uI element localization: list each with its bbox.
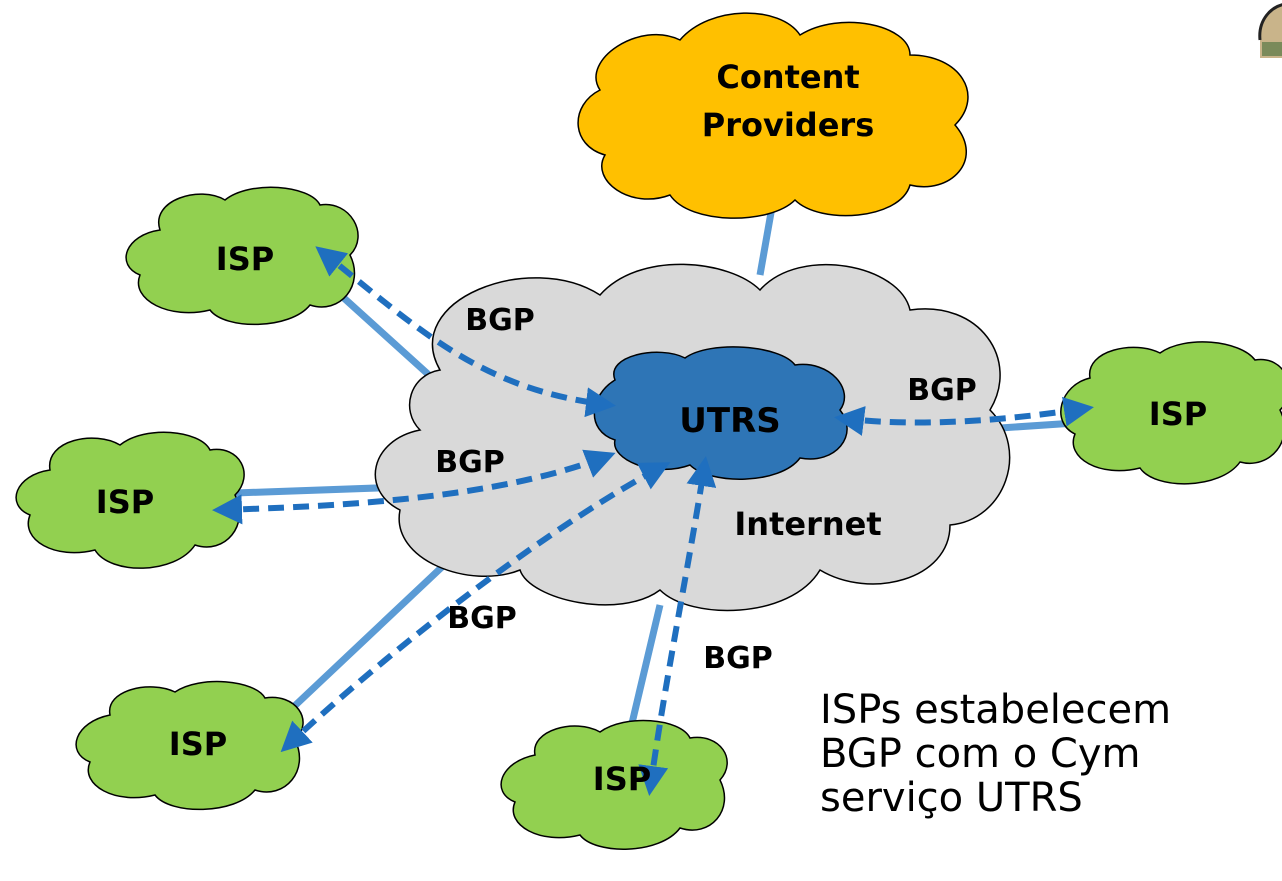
internet-label: Internet — [734, 505, 881, 543]
caption-line-2: BGP com o Cym — [820, 731, 1141, 777]
isp-label-left: ISP — [96, 483, 154, 521]
bgp-label-topleft: BGP — [465, 303, 534, 338]
utrs-cloud — [593, 346, 848, 480]
corner-logo-image — [1256, 0, 1282, 58]
bgp-label-bottom: BGP — [703, 641, 772, 676]
content-providers-label-line1: Content — [716, 58, 859, 96]
utrs-label: UTRS — [679, 401, 780, 441]
isp-label-right: ISP — [1149, 395, 1207, 433]
bgp-label-bottomleft: BGP — [447, 601, 516, 636]
bgp-label-right: BGP — [907, 373, 976, 408]
content-providers-cloud — [577, 12, 969, 219]
bgp-link-isp-topleft — [315, 246, 616, 418]
caption-line-3: serviço UTRS — [820, 775, 1083, 821]
caption-line-1: ISPs estabelecem — [820, 687, 1172, 733]
bgp-link-isp-bottomleft — [280, 462, 671, 753]
bgp-label-left: BGP — [435, 445, 504, 480]
bgp-sessions — [212, 246, 1094, 796]
isp-label-bottomleft: ISP — [169, 725, 227, 763]
link-isp-bottomleft — [282, 547, 463, 718]
isp-label-topleft: ISP — [216, 240, 274, 278]
caption-text: ISPs estabelecem BGP com o Cym serviço U… — [820, 688, 1282, 820]
isp-cloud-right — [1060, 341, 1282, 485]
content-providers-label-line2: Providers — [702, 106, 874, 144]
isp-label-bottom: ISP — [593, 760, 651, 798]
bgp-link-isp-right — [834, 396, 1094, 436]
isp-cloud-bottomleft — [75, 680, 304, 811]
isp-cloud-left — [15, 431, 245, 569]
